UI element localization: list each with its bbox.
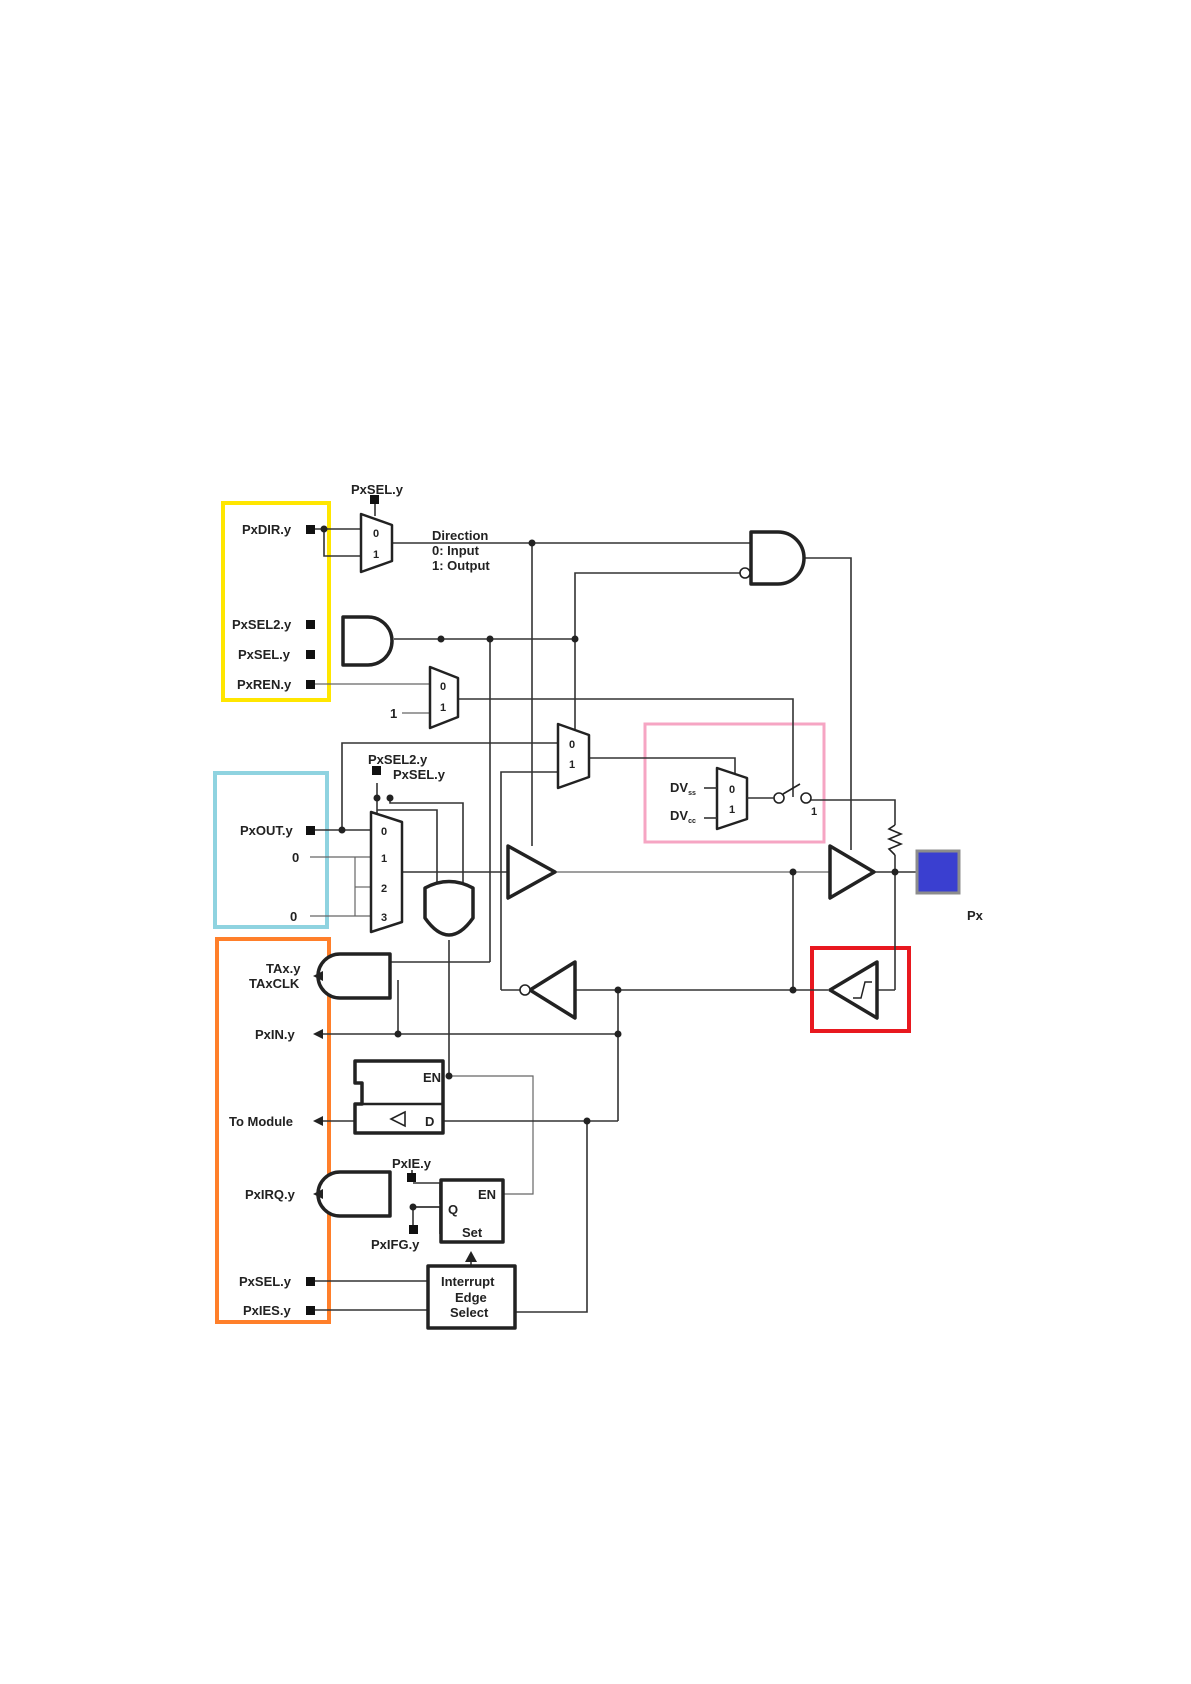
and-gate-pxsel [343,617,392,665]
label-tax: TAx.y [266,961,301,976]
label-pxout: PxOUT.y [240,823,294,838]
input-buffer-bubble [520,985,530,995]
mux-label: 0 [569,739,575,751]
label-one-const: 1 [390,706,397,721]
label-to-module: To Module [229,1114,293,1129]
pullup-resistor [889,825,901,855]
or-gate-select [425,882,473,936]
inverter-bubble [740,568,750,578]
input-buffer [530,962,575,1018]
label-set: Set [462,1225,483,1240]
label-dvcc: DVcc [670,808,696,825]
mux-label: 0 [729,784,735,796]
mux-label: 3 [381,912,387,924]
px-pad [917,851,959,893]
highlight-box-blue [215,773,327,927]
label-pxren: PxREN.y [237,677,292,692]
switch-label: 1 [811,806,817,818]
label-dvss: DVss [670,780,696,797]
label-pxie: PxIE.y [392,1156,432,1171]
label-zero-1: 0 [292,850,299,865]
set-arrow-icon [465,1251,477,1262]
and-gate-output-enable [751,532,804,584]
switch-arm [783,784,800,794]
label-ies-1: Interrupt [441,1274,495,1289]
mux-label: 1 [440,702,446,714]
label-q: Q [448,1202,458,1217]
label-pxsel-top: PxSEL.y [351,482,404,497]
label-ies-3: Select [450,1305,489,1320]
mux-label: 0 [373,528,379,540]
label-dir-output: 1: Output [432,558,490,573]
mux-label: 0 [381,826,387,838]
mux-label: 0 [440,681,446,693]
mux-label: 2 [381,883,387,895]
label-pxsel-b: PxSEL.y [393,767,446,782]
mux-label: 1 [569,759,575,771]
label-pxsel-a: PxSEL.y [238,647,291,662]
label-pxin: PxIN.y [255,1027,296,1042]
label-direction: Direction [432,528,488,543]
label-ies-2: Edge [455,1290,487,1305]
mux-resistor-enable [430,667,458,728]
label-en-ff: EN [478,1187,496,1202]
label-taxclk: TAxCLK [249,976,300,991]
label-pxifg: PxIFG.y [371,1237,420,1252]
label-dir-input: 0: Input [432,543,480,558]
label-en-latch: EN [423,1070,441,1085]
mux-pull-select [558,724,589,788]
mux-direction [361,514,392,572]
label-pxirq: PxIRQ.y [245,1187,296,1202]
mux-pull-supply [717,768,747,829]
label-zero-3: 0 [290,909,297,924]
arrow-to-module [313,1116,323,1126]
label-pxsel2-a: PxSEL2.y [232,617,292,632]
label-pxsel2-b: PxSEL2.y [368,752,428,767]
mux-label: 1 [729,804,735,816]
switch-contact-right [801,793,811,803]
mux-label: 1 [373,549,379,561]
and-gate-timer [318,954,390,998]
label-pxdir: PxDIR.y [242,522,292,537]
output-buffer [508,846,555,898]
label-pxies: PxIES.y [243,1303,291,1318]
highlight-box-orange [217,939,329,1322]
mux-label: 1 [381,853,387,865]
label-d: D [425,1114,434,1129]
label-px: Px [967,908,984,923]
arrow-pxin [313,1029,323,1039]
schmitt-trigger [830,962,877,1018]
output-driver [830,846,874,898]
and-gate-irq [318,1172,390,1216]
switch-contact-left [774,793,784,803]
label-pxsel-c: PxSEL.y [239,1274,292,1289]
